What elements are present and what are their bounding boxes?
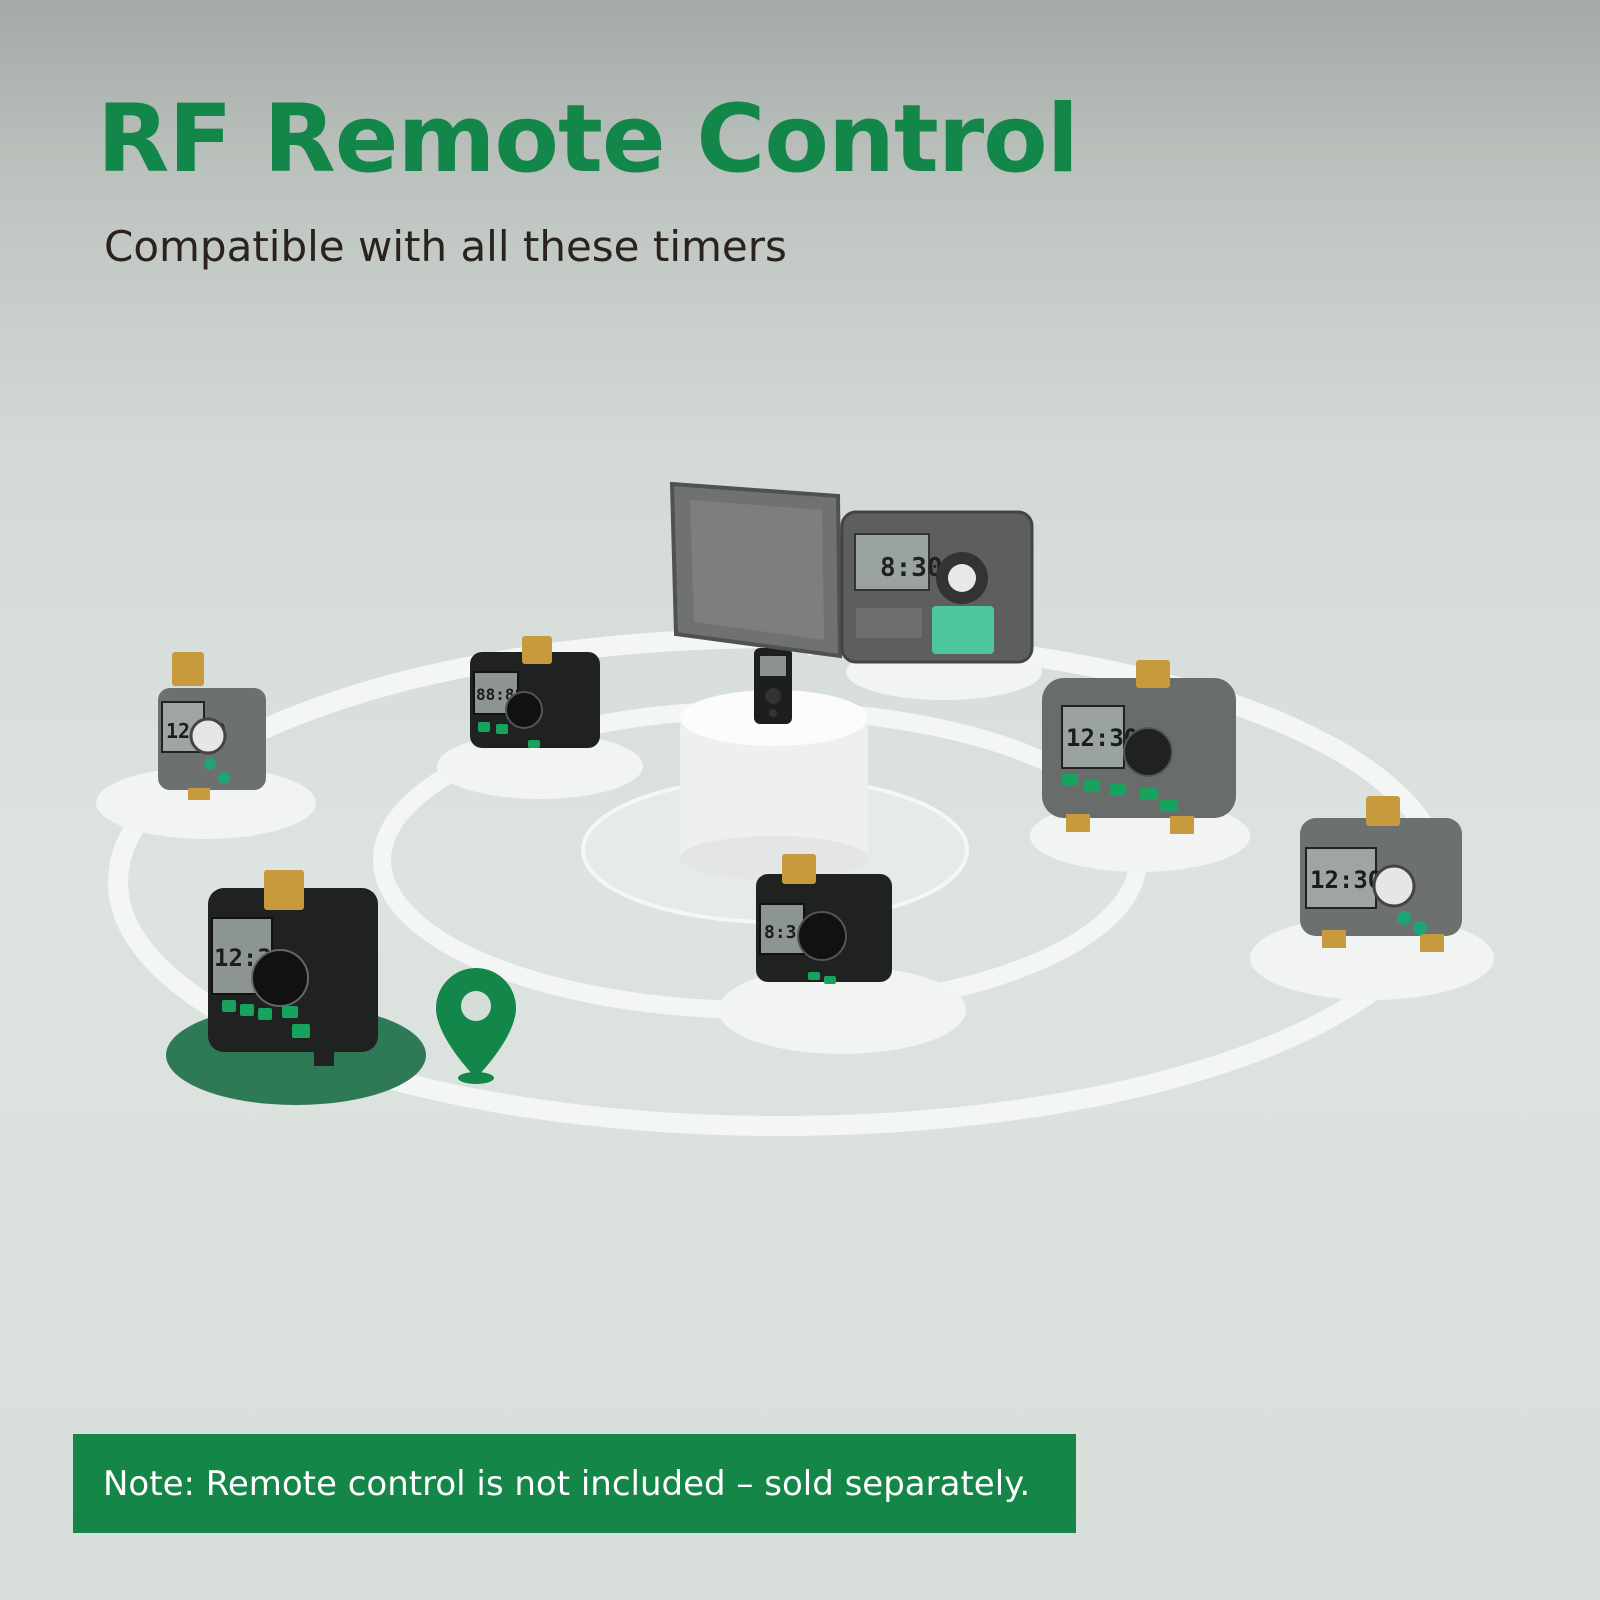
timer-2: 88:88: [470, 636, 600, 748]
timer-1: 12:30: [158, 652, 266, 800]
timer-3: 12:30: [1042, 660, 1236, 834]
controller-display-text: 8:30: [880, 553, 943, 583]
timer-4: 12:30: [1300, 796, 1462, 952]
note-banner: Note: Remote control is not included – s…: [73, 1434, 1076, 1533]
disc-2: [437, 733, 643, 799]
timer-5-display: 8:3: [764, 922, 797, 943]
irrigation-controller: 8:30: [669, 481, 1034, 664]
timer-5: 8:3: [756, 854, 892, 984]
note-text: Note: Remote control is not included – s…: [103, 1463, 1031, 1504]
remote-control: [754, 648, 792, 724]
timer-selected: 12:30: [208, 870, 378, 1066]
headline: RF Remote Control: [97, 85, 1079, 194]
timer-4-display: 12:30: [1310, 866, 1382, 894]
location-pin-icon: [436, 968, 516, 1084]
disc-5: [718, 966, 966, 1054]
subheadline: Compatible with all these timers: [104, 222, 787, 271]
